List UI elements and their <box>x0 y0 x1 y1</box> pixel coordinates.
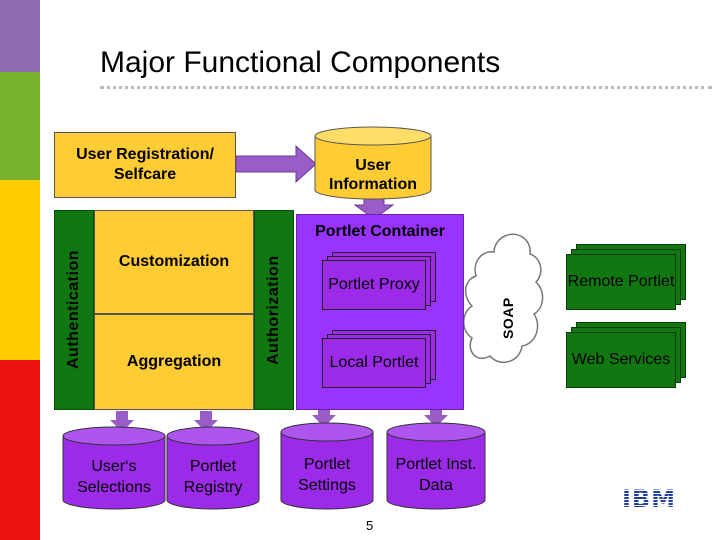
portlet-registry-db: Portlet Registry <box>166 426 260 510</box>
sidebar-red <box>0 360 40 540</box>
portlet-registry-label: Portlet Registry <box>183 458 243 496</box>
user-registration-box: User Registration/ Selfcare <box>54 132 236 198</box>
remote-portlet-label: Remote Portlet <box>567 273 675 291</box>
user-information-db: User Information <box>314 126 432 200</box>
users-selections-db: User‘s Selections <box>62 426 166 510</box>
soap-label: SOAP <box>500 297 516 339</box>
ibm-logo: IBM <box>620 485 678 513</box>
aggregation-label: Aggregation <box>126 353 222 370</box>
portlet-inst-data-label: Portlet Inst. Data <box>395 456 477 494</box>
registry-arrow <box>194 411 218 432</box>
slide-title: Major Functional Components <box>100 46 501 79</box>
web-services-box: Web Services <box>566 322 688 388</box>
authentication-bar: Authentication <box>54 210 94 410</box>
remote-portlet-box: Remote Portlet <box>566 244 688 310</box>
portlet-inst-data-db: Portlet Inst. Data <box>386 422 486 510</box>
sidebar-yellow <box>0 180 40 360</box>
settings-arrow <box>312 406 336 427</box>
portlet-settings-label: Portlet Settings <box>298 456 356 494</box>
customization-box: Customization <box>94 210 254 314</box>
customization-label: Customization <box>118 253 230 270</box>
sidebar-purple <box>0 0 40 72</box>
local-portlet-box: Local Portlet <box>322 330 440 388</box>
instdata-arrow <box>424 406 448 427</box>
web-services-label: Web Services <box>571 351 671 369</box>
aggregation-box: Aggregation <box>94 314 254 410</box>
sidebar-green <box>0 72 40 180</box>
soap-cloud-shape <box>463 233 544 364</box>
users-selections-label: User‘s Selections <box>77 458 151 496</box>
authentication-label: Authentication <box>65 250 82 370</box>
registration-arrow <box>235 144 317 184</box>
portlet-container-label: Portlet Container <box>315 223 445 240</box>
ibm-logo-text: IBM <box>621 485 677 513</box>
selections-arrow <box>110 411 134 432</box>
authorization-label: Authorization <box>265 255 282 365</box>
authorization-bar: Authorization <box>254 210 294 410</box>
local-portlet-label: Local Portlet <box>329 354 419 372</box>
portlet-proxy-box: Portlet Proxy <box>322 252 440 310</box>
portlet-proxy-label: Portlet Proxy <box>328 276 420 294</box>
user-information-label: User Information <box>329 156 417 193</box>
portlet-settings-db: Portlet Settings <box>280 422 374 510</box>
page-number: 5 <box>366 518 374 533</box>
title-divider <box>100 86 712 89</box>
user-registration-label: User Registration/ Selfcare <box>76 146 214 183</box>
